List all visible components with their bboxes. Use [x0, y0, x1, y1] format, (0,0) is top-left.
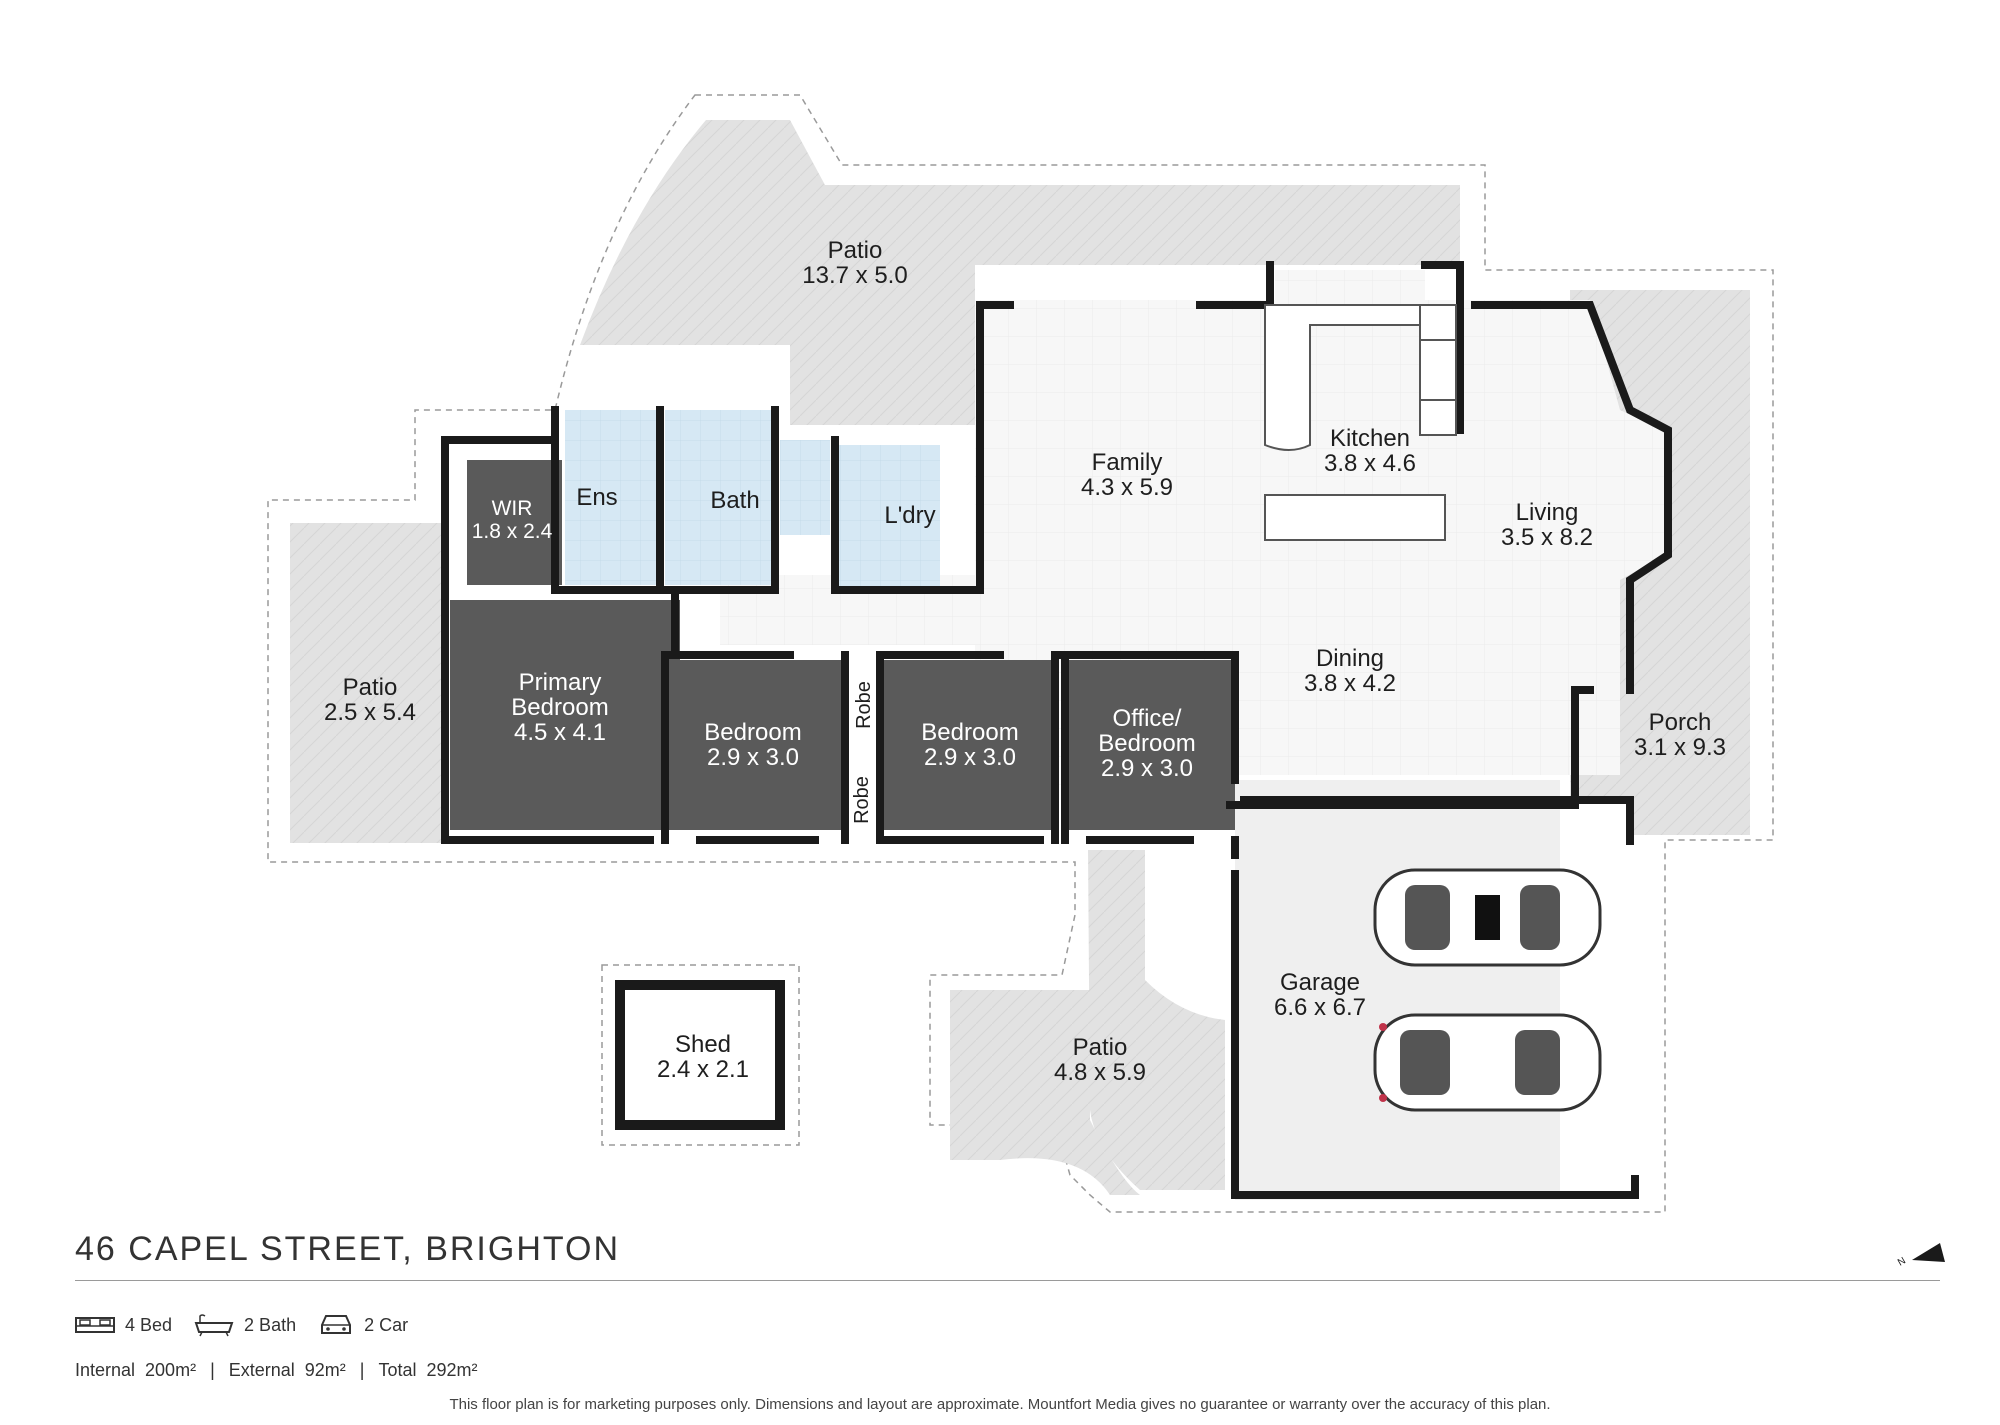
porch-name: Porch: [1649, 709, 1712, 736]
laundry-name: L'dry: [884, 502, 935, 529]
patio-top-dims: 13.7 x 5.0: [802, 262, 907, 289]
bedroom3-dims: 2.9 x 3.0: [924, 744, 1016, 771]
property-features: 4 Bed 2 Bath 2 Car: [75, 1312, 408, 1338]
car-2: [1373, 1013, 1602, 1112]
separator-1: |: [210, 1360, 215, 1380]
primary-name-1: Primary: [519, 669, 602, 696]
feature-bath-label: 2 Bath: [244, 1314, 297, 1335]
dining-name: Dining: [1316, 645, 1384, 672]
disclaimer: This floor plan is for marketing purpose…: [449, 1396, 1551, 1413]
primary-name-2: Bedroom: [511, 694, 608, 721]
dining-dims: 3.8 x 4.2: [1304, 670, 1396, 697]
patio-top-area: [580, 120, 1460, 425]
feature-bed: 4 Bed: [75, 1314, 172, 1336]
divider: [75, 1280, 1940, 1281]
kitchen-fixtures: [1264, 304, 1457, 541]
bath-name: Bath: [710, 487, 759, 514]
shed-name: Shed: [675, 1031, 731, 1058]
walls: [441, 261, 1672, 859]
garage-structure: [1231, 796, 1639, 1199]
patio-top-name: Patio: [828, 237, 883, 264]
bedroom3-name: Bedroom: [921, 719, 1018, 746]
wet-areas: [565, 410, 940, 590]
robe1-name: Robe: [853, 681, 875, 729]
wir-dims: 1.8 x 2.4: [472, 520, 553, 543]
porch-dims: 3.1 x 9.3: [1634, 734, 1726, 761]
bed-icon: [75, 1317, 115, 1333]
patio-bottom-dims: 4.8 x 5.9: [1054, 1059, 1146, 1086]
office-name-1: Office/: [1113, 705, 1182, 732]
car-1: [1373, 868, 1602, 967]
car-icon: [321, 1315, 352, 1334]
shed-dims: 2.4 x 2.1: [657, 1056, 749, 1083]
room-labels: Patio 13.7 x 5.0 Patio 2.5 x 5.4 WIR 1.8…: [324, 237, 1726, 1086]
bedroom2-dims: 2.9 x 3.0: [707, 744, 799, 771]
north-compass-icon: N: [1896, 1243, 1945, 1269]
shed-structure: [615, 980, 785, 1130]
office-dims: 2.9 x 3.0: [1101, 755, 1193, 782]
separator-2: |: [359, 1360, 365, 1380]
property-address: 46 CAPEL STREET, BRIGHTON: [75, 1230, 621, 1268]
patio-left-area: [290, 523, 442, 843]
property-boundary: [267, 94, 1774, 1213]
garage-name: Garage: [1280, 969, 1360, 996]
ens-name: Ens: [576, 484, 617, 511]
patio-bottom-name: Patio: [1073, 1034, 1128, 1061]
kitchen-name: Kitchen: [1330, 425, 1410, 452]
wir-name: WIR: [492, 497, 533, 520]
feature-car: 2 Car: [318, 1312, 408, 1338]
kitchen-dims: 3.8 x 4.6: [1324, 450, 1416, 477]
area-summary: Internal 200m² | External 92m² | Total 292m²: [75, 1360, 478, 1381]
living-name: Living: [1516, 499, 1579, 526]
living-dims: 3.5 x 8.2: [1501, 524, 1593, 551]
feature-bed-label: 4 Bed: [125, 1314, 173, 1335]
patio-left-name: Patio: [343, 674, 398, 701]
family-name: Family: [1092, 449, 1163, 476]
feature-car-label: 2 Car: [364, 1314, 409, 1335]
robe2-name: Robe: [851, 776, 873, 824]
bedroom2-name: Bedroom: [704, 719, 801, 746]
family-dims: 4.3 x 5.9: [1081, 474, 1173, 501]
bedrooms: [450, 460, 1235, 830]
primary-dims: 4.5 x 4.1: [514, 719, 606, 746]
patio-left-dims: 2.5 x 5.4: [324, 699, 416, 726]
bath-icon: [194, 1314, 234, 1337]
total-area: Total 292m²: [378, 1360, 478, 1380]
internal-area: Internal 200m²: [75, 1360, 197, 1380]
patio-bottom-area: [950, 990, 1140, 1195]
garage-dims: 6.6 x 6.7: [1274, 994, 1366, 1021]
office-name-2: Bedroom: [1098, 730, 1195, 757]
external-area: External 92m²: [228, 1360, 346, 1380]
north-label: N: [1896, 1255, 1908, 1268]
feature-bath: 2 Bath: [194, 1313, 296, 1337]
